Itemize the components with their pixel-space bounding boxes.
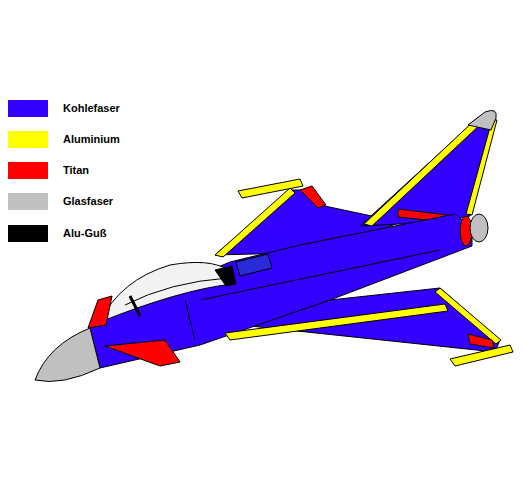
near-wing-pod (450, 345, 513, 366)
legend-entry: Glasfaser (8, 192, 113, 210)
fuselage-stripe (225, 304, 448, 340)
legend-entry: Titan (8, 161, 89, 179)
far-wing-tip (300, 186, 326, 208)
legend-label: Titan (63, 164, 89, 176)
fin-trailing-edge (466, 120, 497, 215)
panel-line (185, 300, 195, 340)
canopy (100, 262, 232, 322)
fin-tip (468, 110, 496, 130)
canopy-line (125, 278, 228, 305)
canopy-frame (130, 296, 140, 316)
fin-leading-edge (364, 117, 483, 226)
legend-entry: Kohlefaser (8, 99, 120, 117)
legend-label: Alu-Guß (63, 227, 106, 239)
legend-swatch (8, 131, 48, 148)
near-wing-tip (468, 334, 494, 348)
legend-swatch (8, 225, 48, 242)
far-wing-pod (238, 179, 303, 198)
legend-label: Kohlefaser (63, 102, 120, 114)
intake-panel (236, 254, 272, 276)
legend-label: Aluminium (63, 133, 120, 145)
cockpit-rim (215, 266, 236, 286)
nozzle (470, 214, 488, 242)
legend-swatch (8, 162, 48, 179)
nose-cone (35, 328, 100, 382)
far-canard (88, 296, 112, 328)
legend: KohlefaserAluminiumTitanGlasfaserAlu-Guß (0, 0, 200, 260)
tail-fin (360, 113, 495, 226)
legend-swatch (8, 100, 48, 117)
panel-line (200, 250, 440, 300)
legend-entry: Alu-Guß (8, 224, 106, 242)
legend-label: Glasfaser (63, 195, 113, 207)
near-canard (105, 340, 180, 366)
fuselage (90, 214, 472, 368)
far-wing-edge (215, 188, 295, 257)
legend-entry: Aluminium (8, 130, 120, 148)
legend-swatch (8, 193, 48, 210)
